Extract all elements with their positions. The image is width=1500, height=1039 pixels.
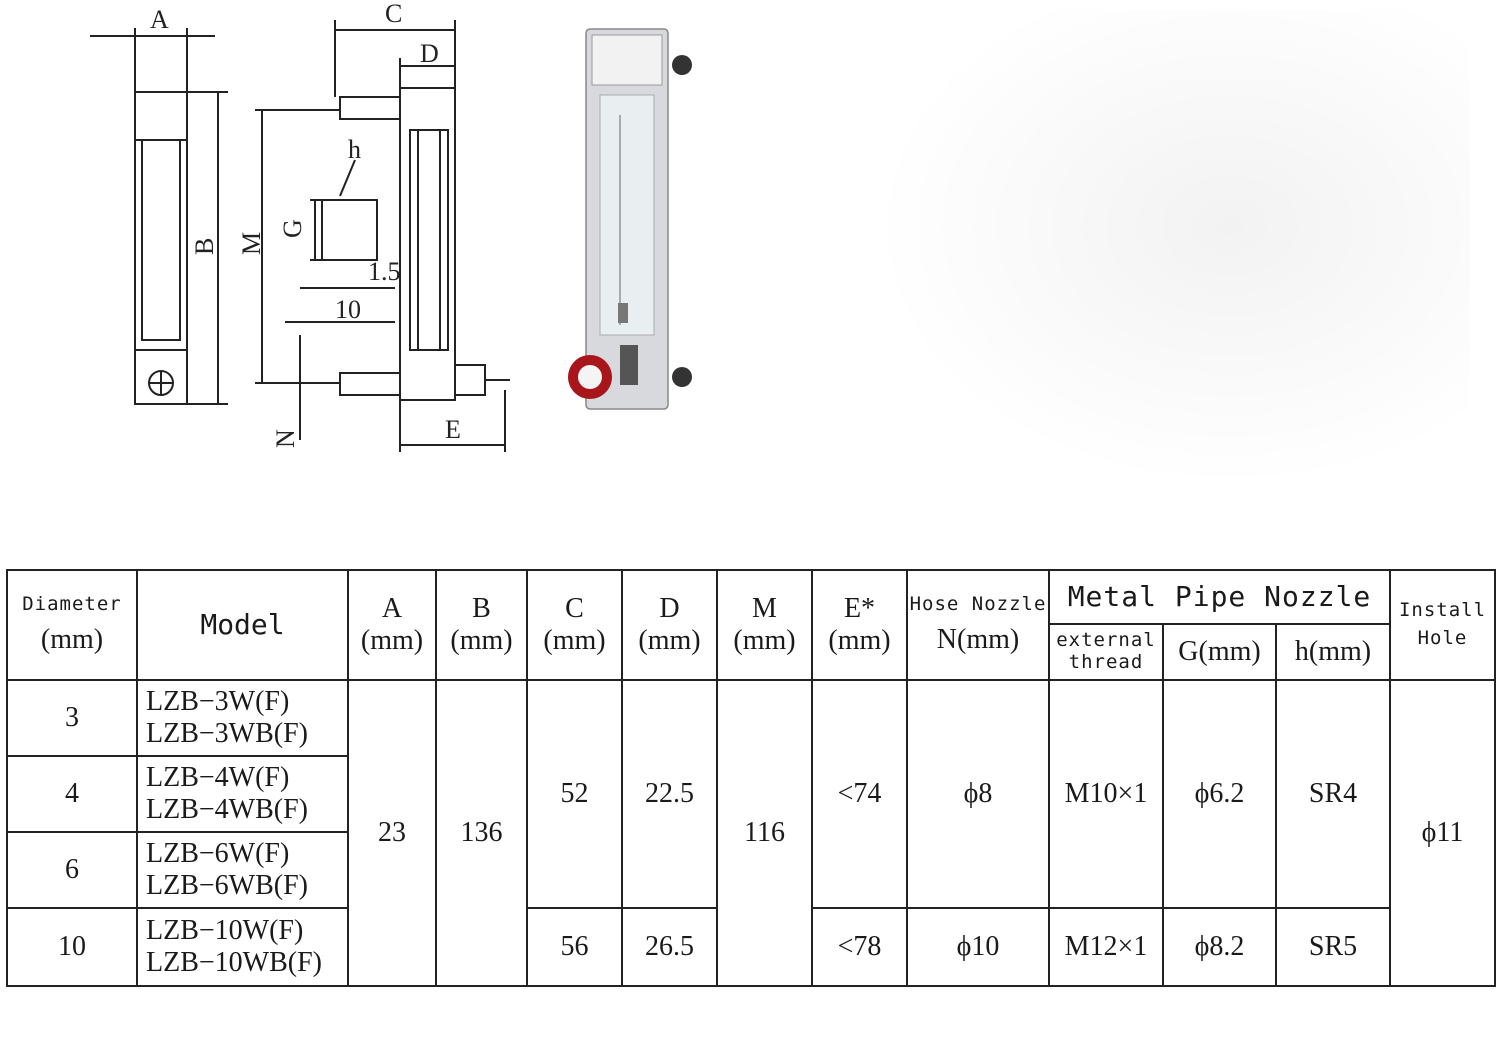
dim-label-c: C (385, 0, 402, 28)
cell-model: LZB−3W(F)LZB−3WB(F) (136, 679, 349, 757)
header-c: C(mm) (526, 569, 623, 681)
header-metal-pipe-nozzle: Metal Pipe Nozzle (1048, 569, 1391, 625)
cell-diameter: 6 (6, 831, 138, 909)
dim-label-n: N (271, 429, 300, 448)
header-h: h(mm) (1275, 623, 1391, 681)
header-m: M(mm) (716, 569, 813, 681)
dim-label-b: B (190, 238, 219, 255)
cell-m: 116 (716, 679, 813, 987)
cell-d: 22.5 (621, 679, 718, 909)
flowmeter-product-photo (568, 28, 692, 410)
cell-ext-thread: M10×1 (1048, 679, 1164, 909)
spec-table: Diameter (mm) Model A(mm) B(mm) C(mm) D(… (6, 569, 1496, 987)
background-shadow (870, 10, 1470, 490)
dim-label-thickness: 1.5 (368, 257, 401, 286)
dim-label-e: E (445, 415, 461, 444)
dim-label-h: h (348, 135, 361, 164)
header-model: Model (136, 569, 349, 681)
front-view-body (134, 91, 188, 405)
header-g: G(mm) (1162, 623, 1277, 681)
dim-label-width: 10 (335, 295, 361, 324)
cell-diameter: 4 (6, 755, 138, 833)
cell-model: LZB−6W(F)LZB−6WB(F) (136, 831, 349, 909)
cell-g: ϕ6.2 (1162, 679, 1277, 909)
header-d: D(mm) (621, 569, 718, 681)
cell-c: 56 (526, 907, 623, 987)
cell-d: 26.5 (621, 907, 718, 987)
header-b: B(mm) (435, 569, 528, 681)
cell-diameter: 10 (6, 907, 138, 987)
cell-model: LZB−10W(F)LZB−10WB(F) (136, 907, 349, 987)
cell-ext-thread: M12×1 (1048, 907, 1164, 987)
header-install-hole: Install Hole (1389, 569, 1496, 681)
header-a: A(mm) (347, 569, 437, 681)
cell-b: 136 (435, 679, 528, 987)
cell-h: SR4 (1275, 679, 1391, 909)
cell-install-hole: ϕ11 (1389, 679, 1496, 987)
dim-label-a: A (150, 5, 169, 34)
cell-c: 52 (526, 679, 623, 909)
cell-n: ϕ8 (906, 679, 1050, 909)
header-external-thread: external thread (1048, 623, 1164, 681)
dim-label-m: M (237, 232, 266, 255)
cell-g: ϕ8.2 (1162, 907, 1277, 987)
side-view-body (399, 87, 456, 401)
header-diameter: Diameter (mm) (6, 569, 138, 681)
cell-model: LZB−4W(F)LZB−4WB(F) (136, 755, 349, 833)
cell-diameter: 3 (6, 679, 138, 757)
header-hose-nozzle: Hose Nozzle N(mm) (906, 569, 1050, 681)
cell-e: <78 (811, 907, 908, 987)
cell-h: SR5 (1275, 907, 1391, 987)
header-e: E*(mm) (811, 569, 908, 681)
cell-n: ϕ10 (906, 907, 1050, 987)
cell-e: <74 (811, 679, 908, 909)
dim-label-d: D (420, 39, 439, 68)
dim-label-g: G (278, 219, 307, 238)
cell-a: 23 (347, 679, 437, 987)
flowmeter-dimension-drawing: A B C D M G h 1.5 10 N E (90, 0, 510, 452)
